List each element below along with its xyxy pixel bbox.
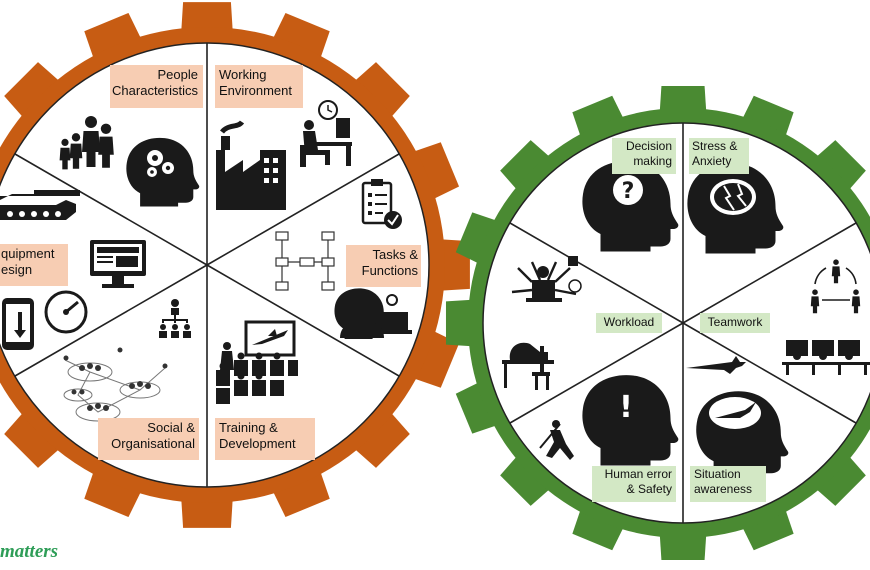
gear-tooth (455, 212, 502, 266)
gear-tooth (500, 452, 554, 506)
gear-tooth (84, 466, 144, 518)
gear-tooth (572, 504, 626, 551)
gear-tooth (812, 452, 866, 506)
svg-text:?: ? (622, 179, 635, 204)
label-human-error-safety: Human error& Safety (592, 466, 676, 502)
gear-tooth (4, 408, 64, 468)
gear-tooth (500, 140, 554, 194)
flowchart-and-checklist-icon (275, 179, 412, 339)
head-exclamation-slip-icon: ! (539, 375, 679, 466)
gear-tooth (4, 62, 64, 122)
gear-tooth (740, 95, 794, 142)
right-gear-teeth (445, 85, 870, 561)
family-and-brain-gears-icon (59, 116, 200, 207)
left-spokes (14, 43, 400, 487)
team-network-and-desks-icon (782, 259, 870, 375)
svg-text:!: ! (619, 390, 633, 425)
factory-and-desk-worker-icon (216, 100, 352, 210)
head-question-mark-icon: ? (582, 161, 679, 252)
label-teamwork: Teamwork (700, 313, 770, 333)
right-wheel-face (482, 122, 870, 524)
gear-tooth (350, 62, 410, 122)
classroom-presentation-icon (216, 320, 298, 404)
gear-tooth (812, 140, 866, 194)
head-airplane-cloud-icon (686, 356, 789, 478)
gear-tooth (408, 142, 460, 202)
watermark: matters (0, 541, 59, 562)
head-lightning-brain-icon (687, 163, 784, 254)
label-social-organisational: Social &Organisational (98, 418, 199, 460)
label-tasks-functions: Tasks &Functions (346, 245, 421, 287)
multitasking-tired-worker-icon (502, 256, 582, 390)
gear-tooth (270, 466, 330, 518)
gear-tooth (350, 408, 410, 468)
label-stress-anxiety: Stress &Anxiety (689, 138, 749, 174)
label-workload: Workload (596, 313, 662, 333)
gear-tooth (270, 12, 330, 64)
gear-tooth (740, 504, 794, 551)
gear-tooth (84, 12, 144, 64)
tank-monitor-gauge-icon (0, 190, 146, 350)
label-training-development: Training &Development (215, 418, 315, 460)
gear-tooth (455, 380, 502, 434)
right-spokes (509, 123, 857, 523)
social-network-icon (63, 299, 191, 422)
gear-tooth (572, 95, 626, 142)
